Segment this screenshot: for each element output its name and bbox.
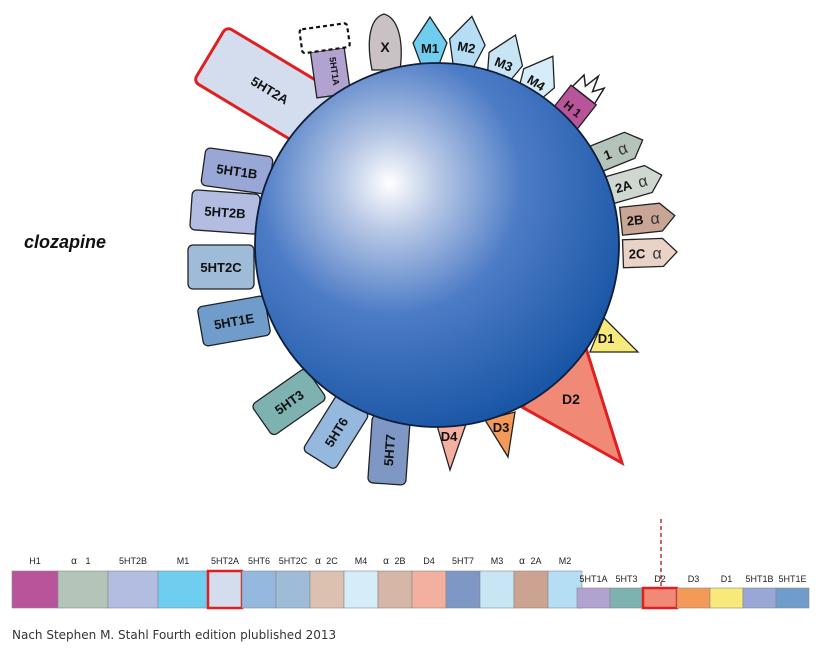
- strip-label-m4: M4: [355, 556, 368, 566]
- strip-cell-alpha-2b: [377, 570, 413, 609]
- strip-cell-d1: [709, 587, 744, 609]
- receptor-5ht2c: 5HT2C: [187, 244, 255, 290]
- source-footnote: Nach Stephen M. Stahl Fourth edition plu…: [12, 628, 337, 642]
- strip-label-d1: D1: [721, 574, 733, 584]
- receptor-5ht1b: 5HT1B: [200, 147, 274, 195]
- strip-label-5ht1a: 5HT1A: [579, 574, 607, 584]
- receptor-5ht1e-label: 5HT1E: [213, 311, 256, 333]
- strip-label-2b: 2B: [394, 556, 405, 566]
- receptor-alpha2a: 2A α: [605, 164, 663, 205]
- strip-cell-5ht1b: [742, 587, 777, 609]
- strip-label-m2: M2: [559, 556, 572, 566]
- strip-label-2c: 2C: [326, 556, 338, 566]
- strip-label-d2: D2: [654, 574, 666, 584]
- receptor-binding-diagram: 5HT2A 5HT1B 5HT2B 5HT2C 5HT1E 5HT3 5HT6 …: [11, 13, 810, 610]
- receptor-5ht6: 5HT6: [303, 395, 369, 469]
- strip-label-5ht1e: 5HT1E: [778, 574, 806, 584]
- strip-label-5ht6: 5HT6: [248, 556, 270, 566]
- strip-cell-h1: [11, 570, 59, 609]
- strip-label-2a: 2A: [530, 556, 541, 566]
- receptor-d1: D1: [589, 316, 640, 353]
- strip-cell-5ht1e: [775, 587, 810, 609]
- strip-label-h1: H1: [29, 556, 41, 566]
- drug-name: clozapine: [24, 232, 107, 252]
- strip-label-m1: M1: [177, 556, 190, 566]
- alpha-glyph-icon: α: [71, 556, 77, 567]
- receptor-alpha2c: 2C α: [621, 237, 678, 269]
- receptor-5ht1a-label: 5HT1A: [327, 56, 341, 86]
- strip-label-5ht1b: 5HT1B: [745, 574, 773, 584]
- strip-cell-alpha-1: [57, 570, 109, 609]
- strip-label-5ht7: 5HT7: [452, 556, 474, 566]
- strip-label-d4: D4: [423, 556, 435, 566]
- affinity-strip-bottom-row: 5HT1A 5HT3 D2 D3 D1 5HT1B 5HT1E: [576, 574, 810, 610]
- alpha-glyph-icon: α: [636, 173, 650, 192]
- strip-cell-d2: [641, 586, 679, 610]
- strip-cell-m3: [479, 570, 515, 609]
- receptor-5ht2b: 5HT2B: [189, 189, 261, 235]
- strip-cell-m2: [547, 570, 583, 609]
- receptor-x-label: X: [380, 39, 390, 55]
- strip-cell-5ht2b: [107, 570, 159, 609]
- receptor-d4-label: D4: [441, 429, 458, 444]
- receptor-x: X: [368, 13, 402, 71]
- alpha-glyph-icon: α: [652, 245, 662, 262]
- receptor-alpha2b-label: 2B: [626, 212, 644, 229]
- strip-label-d3: D3: [688, 574, 700, 584]
- strip-label-1: 1: [85, 556, 90, 566]
- alpha-glyph-icon: α: [650, 210, 661, 228]
- drug-sphere: [254, 62, 620, 428]
- strip-label-5ht2a: 5HT2A: [211, 556, 239, 566]
- alpha-glyph-icon: α: [519, 556, 525, 567]
- receptor-5ht2c-label: 5HT2C: [200, 260, 242, 275]
- strip-cell-5ht2c: [275, 570, 311, 609]
- strip-cell-alpha-2c: [309, 570, 345, 609]
- receptor-alpha2a-label: 2A: [613, 177, 634, 196]
- strip-label-5ht3: 5HT3: [615, 574, 637, 584]
- strip-cell-5ht2a: [206, 569, 244, 610]
- receptor-5ht1b-label: 5HT1B: [215, 161, 258, 182]
- strip-cell-d4: [411, 570, 447, 609]
- receptor-5ht3: 5HT3: [252, 368, 326, 436]
- receptor-m3-label: M3: [493, 54, 515, 75]
- strip-cell-d3: [676, 587, 711, 609]
- receptor-d2-label: D2: [562, 391, 580, 407]
- receptor-d3-label: D3: [493, 420, 510, 435]
- receptor-5ht7: 5HT7: [367, 414, 411, 486]
- receptor-d1-label: D1: [598, 331, 615, 346]
- receptor-m1-label: M1: [421, 41, 439, 56]
- receptor-alpha2c-label: 2C: [628, 246, 646, 262]
- receptor-alpha2b: 2B α: [618, 202, 676, 236]
- receptor-5ht7-label: 5HT7: [381, 434, 398, 467]
- alpha-glyph-icon: α: [315, 556, 321, 567]
- strip-cell-5ht7: [445, 570, 481, 609]
- strip-label-5ht2c: 5HT2C: [279, 556, 308, 566]
- strip-label-5ht2b: 5HT2B: [119, 556, 147, 566]
- strip-cell-m1: [157, 570, 209, 609]
- strip-label-m3: M3: [491, 556, 504, 566]
- receptor-d4: D4: [435, 421, 467, 473]
- receptor-5ht1e: 5HT1E: [197, 295, 271, 347]
- receptor-5ht2b-label: 5HT2B: [204, 204, 246, 222]
- receptor-m1: M1: [412, 15, 448, 71]
- receptor-m2-label: M2: [456, 38, 476, 56]
- strip-cell-5ht6: [241, 570, 277, 609]
- strip-cell-m4: [343, 570, 379, 609]
- receptor-5ht1a: 5HT1A: [298, 22, 352, 99]
- strip-cell-5ht3: [609, 587, 644, 609]
- strip-cell-5ht1a: [576, 587, 611, 609]
- alpha-glyph-icon: α: [383, 556, 389, 567]
- strip-cell-alpha-2a: [513, 570, 549, 609]
